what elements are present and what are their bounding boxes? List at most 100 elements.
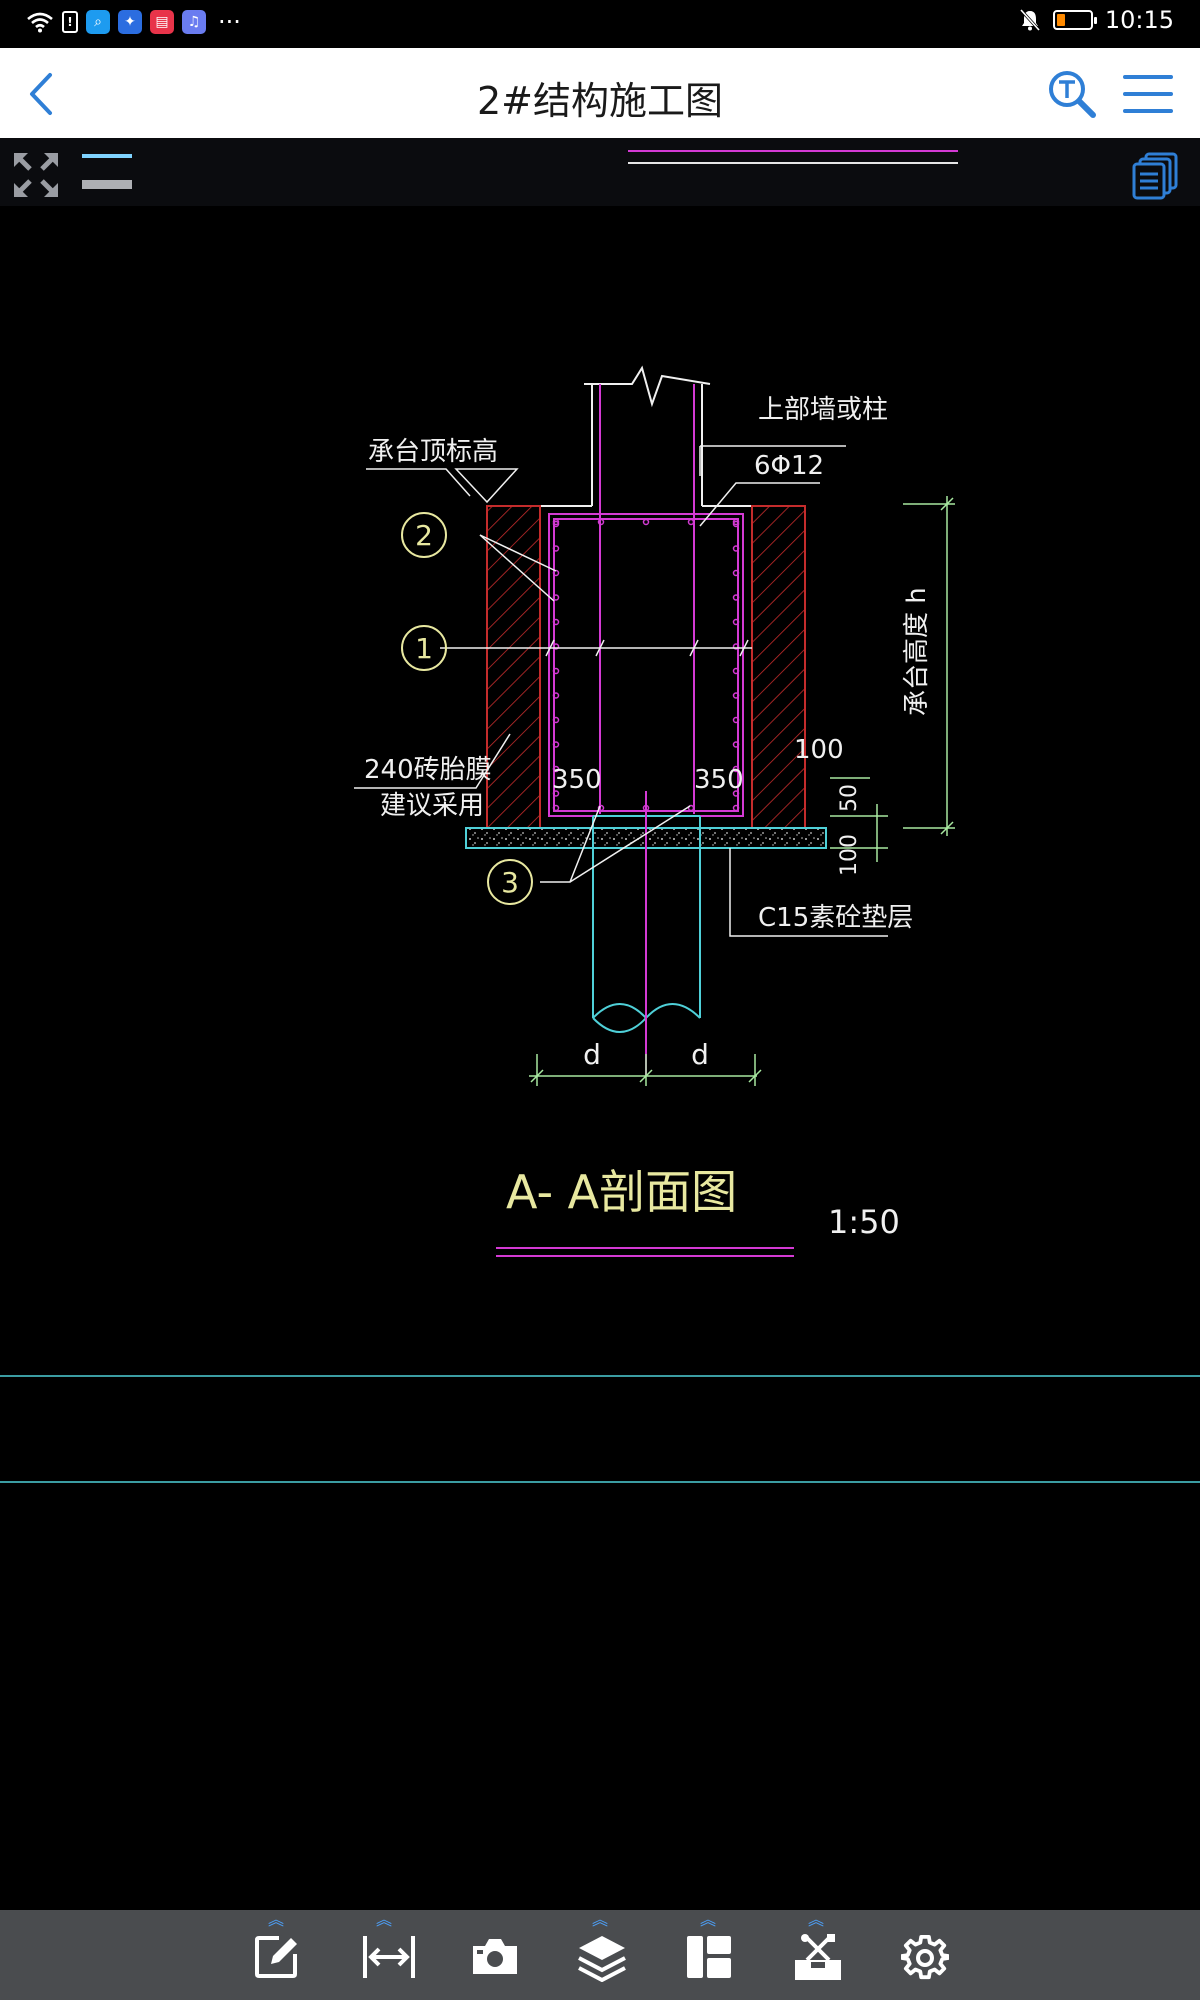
annotate-tool[interactable]: ︽ xyxy=(236,1910,316,2000)
measure-icon xyxy=(363,1936,415,1978)
bell-muted-icon xyxy=(1019,8,1040,32)
section-drawing[interactable]: 2 1 3 承台顶标高 上部墙或柱 6Φ12 240砖胎膜 建议采用 350 3… xyxy=(0,206,1200,1910)
rebar-dot xyxy=(552,667,560,675)
more-notifications-indicator: ··· xyxy=(218,8,241,36)
gear-icon xyxy=(901,1934,949,1980)
expand-arrow-icon: ︽ xyxy=(699,1910,716,1929)
upper-wall-outline xyxy=(539,365,753,826)
label-brick-form: 240砖胎膜 xyxy=(364,755,492,785)
label-dim-100-b: 100 xyxy=(837,834,862,876)
hamburger-menu-icon xyxy=(1123,75,1173,113)
label-cap-top-elevation: 承台顶标高 xyxy=(368,437,498,467)
rebar-dot xyxy=(732,765,740,773)
expand-arrow-icon: ︽ xyxy=(591,1910,608,1929)
text-search-button[interactable] xyxy=(1044,66,1100,122)
callout-1: 1 xyxy=(401,625,447,671)
label-350-right: 350 xyxy=(694,765,744,795)
label-d-left: d xyxy=(583,1038,601,1071)
pile xyxy=(592,815,701,1033)
drawing-canvas[interactable]: 2 1 3 承台顶标高 上部墙或柱 6Φ12 240砖胎膜 建议采用 350 3… xyxy=(0,206,1200,1910)
back-button[interactable] xyxy=(14,66,70,122)
elevation-marker xyxy=(454,468,519,504)
camera-icon xyxy=(473,1939,517,1974)
status-right: 10:15 xyxy=(1019,6,1174,34)
layers-tool[interactable]: ︽ xyxy=(560,1910,640,2000)
menu-button[interactable] xyxy=(1120,66,1176,122)
expand-arrow-icon: ︽ xyxy=(375,1910,392,1929)
layout-icon xyxy=(687,1936,731,1978)
rebar-dot xyxy=(732,594,740,601)
label-upper-wall: 上部墙或柱 xyxy=(758,395,888,425)
battery-level xyxy=(1056,14,1065,26)
rebar-dot xyxy=(732,692,740,699)
rebar-dot xyxy=(732,518,740,526)
drawing-edge-line xyxy=(628,162,958,164)
edit-icon xyxy=(255,1936,297,1978)
line-style-icon[interactable] xyxy=(82,154,132,158)
rebar-dot xyxy=(732,618,740,626)
rebar-dot xyxy=(552,569,560,577)
rebar-dot xyxy=(552,804,560,812)
svg-text:2: 2 xyxy=(415,519,433,552)
page-title: 2#结构施工图 xyxy=(476,79,724,123)
music-app-icon: ♫ xyxy=(182,10,206,34)
label-dim-100-a: 100 xyxy=(794,735,844,765)
rebar-dot xyxy=(687,804,695,812)
brick-form-right xyxy=(751,505,806,829)
upper-wall-inner-lines xyxy=(599,384,695,814)
rebar-dot xyxy=(732,741,740,748)
rebar-dot xyxy=(552,741,560,748)
rebar-dots xyxy=(552,518,740,812)
label-350-left: 350 xyxy=(552,765,602,795)
layout-tool[interactable]: ︽ xyxy=(668,1910,748,2000)
rebar-dot xyxy=(552,643,560,650)
search-app-icon: ⌕ xyxy=(86,10,110,34)
rebar-dot xyxy=(732,790,740,797)
sim-alert-icon: ! xyxy=(62,11,78,33)
label-cushion: C15素砼垫层 xyxy=(758,903,913,933)
rebar-dot xyxy=(732,716,740,724)
rebar-dot xyxy=(552,692,560,699)
rebar-dot xyxy=(732,569,740,577)
rebar-dot xyxy=(552,765,560,773)
camera-tool[interactable] xyxy=(452,1910,532,2000)
rebar-dot xyxy=(732,804,740,812)
status-time: 10:15 xyxy=(1104,6,1174,34)
line-weight-bar xyxy=(82,180,132,189)
chevron-left-icon xyxy=(30,73,52,115)
label-cap-height: 承台高度 h xyxy=(902,587,932,716)
rebar-dot xyxy=(732,643,740,650)
measure-tool[interactable]: ︽ xyxy=(344,1910,424,2000)
callout-2: 2 xyxy=(401,512,447,558)
rebar-dot xyxy=(552,716,560,724)
wifi-icon xyxy=(27,12,53,33)
bulb-app-icon: ✦ xyxy=(118,10,142,34)
app-header: 2#结构施工图 xyxy=(0,48,1200,138)
svg-text:1: 1 xyxy=(415,632,433,665)
leader-lines xyxy=(354,445,888,937)
drawing-edge-line xyxy=(628,150,958,152)
book-app-icon: ▤ xyxy=(150,10,174,34)
dimension-cap-height xyxy=(830,496,955,862)
settings-tool[interactable] xyxy=(884,1910,964,2000)
section-title: A- A剖面图 xyxy=(506,1165,737,1219)
brick-form-left xyxy=(486,505,541,829)
rebar-dot xyxy=(552,594,560,601)
battery-icon xyxy=(1052,10,1097,30)
rebar-dot xyxy=(732,667,740,675)
rebar-dot xyxy=(597,518,605,526)
rebar-dot xyxy=(687,518,695,526)
label-dim-50: 50 xyxy=(837,784,862,812)
layout-layers-icon[interactable] xyxy=(1132,152,1180,200)
toolbox-tool[interactable]: ︽ xyxy=(776,1910,856,2000)
expand-arrows-icon[interactable] xyxy=(12,151,60,199)
rebar-dot xyxy=(642,518,650,526)
expand-arrow-icon: ︽ xyxy=(267,1910,284,1929)
text-search-icon xyxy=(1049,71,1096,118)
dimension-d xyxy=(529,1054,762,1086)
label-d-right: d xyxy=(691,1038,709,1071)
layers-icon xyxy=(578,1936,626,1982)
status-bar: ! ⌕ ✦ ▤ ♫ ··· 10:15 xyxy=(0,0,1200,48)
callout-3: 3 xyxy=(487,859,533,905)
section-scale: 1:50 xyxy=(828,1203,900,1241)
